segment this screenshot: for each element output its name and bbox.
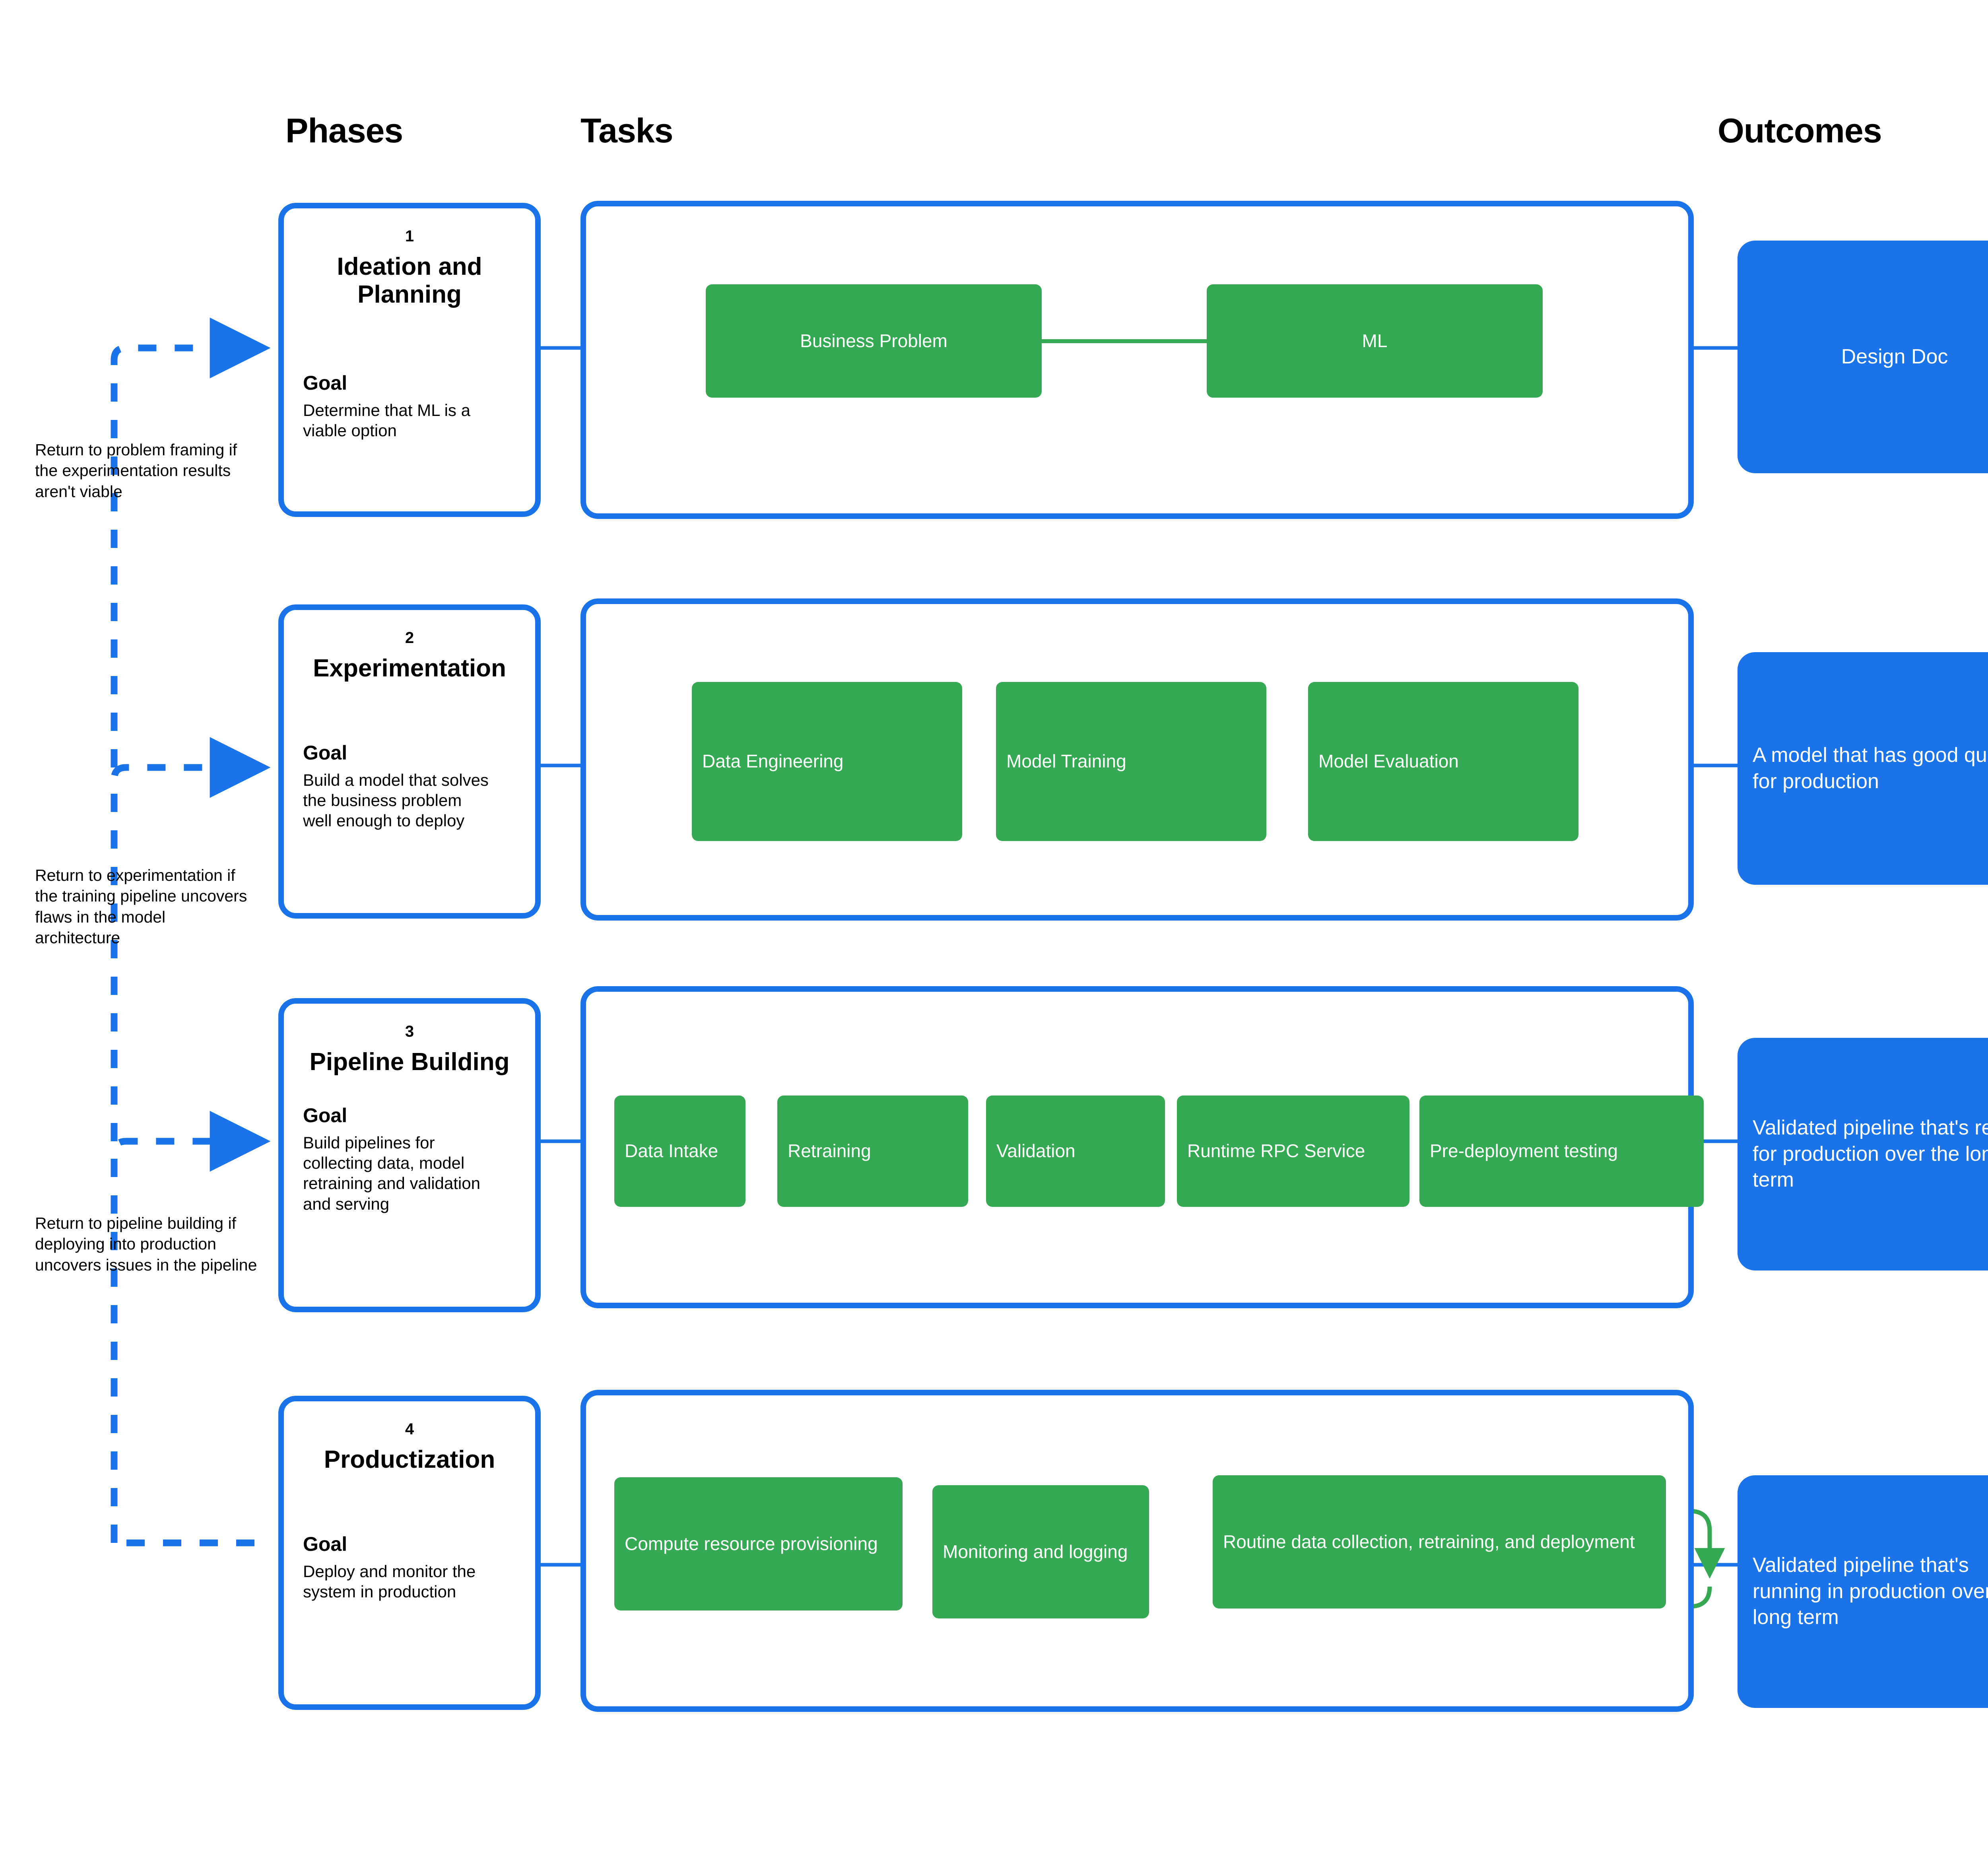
goal-text-1: Determine that ML is a viable option xyxy=(303,401,470,440)
feedback-arrow-to-phase2 xyxy=(111,737,271,1141)
task-box-ml[interactable]: ML xyxy=(1207,284,1543,398)
outcome-label: A model that has good quality for produc… xyxy=(1753,743,1988,793)
outcome-label: Validated pipeline that's ready for prod… xyxy=(1753,1116,1988,1192)
phase-title-1: Ideation and Planning xyxy=(337,253,482,309)
task-label: Validation xyxy=(996,1140,1076,1162)
phase-title-4: Productization xyxy=(324,1446,495,1473)
goal-text-4: Deploy and monitor the system in product… xyxy=(303,1562,476,1601)
task-label: Runtime RPC Service xyxy=(1187,1140,1365,1162)
task-box-validation[interactable]: Validation xyxy=(986,1096,1165,1207)
column-header-phases: Phases xyxy=(285,112,403,150)
phase-number-3: 3 xyxy=(405,1023,414,1040)
task-label: Model Training xyxy=(1006,751,1126,772)
task-box-routine-data-collection[interactable]: Routine data collection, retraining, and… xyxy=(1213,1475,1666,1608)
feedback-arrow-to-phase3 xyxy=(111,1111,271,1543)
task-box-runtime-rpc-service[interactable]: Runtime RPC Service xyxy=(1177,1096,1409,1207)
outcome-box-1[interactable]: Design Doc xyxy=(1738,241,1988,473)
task-label: Retraining xyxy=(788,1140,871,1162)
outcome-label: Validated pipeline that's running in pro… xyxy=(1753,1554,1988,1629)
task-label: Pre-deployment testing xyxy=(1430,1140,1618,1162)
phase-card-4[interactable]: 4 Productization Goal Deploy and monitor… xyxy=(278,1396,541,1710)
phase-card-3[interactable]: 3 Pipeline Building Goal Build pipelines… xyxy=(278,998,541,1312)
column-header-tasks: Tasks xyxy=(580,112,673,150)
task-label: Data Intake xyxy=(625,1140,718,1162)
feedback-arrow-to-phase1 xyxy=(111,317,271,767)
goal-label-3: Goal xyxy=(303,1104,348,1127)
task-box-retraining[interactable]: Retraining xyxy=(777,1096,968,1207)
column-header-outcomes: Outcomes xyxy=(1718,112,1882,150)
return-note-2: Return to experimentation if the trainin… xyxy=(35,866,247,947)
goal-text-2: Build a model that solves the business p… xyxy=(303,771,489,830)
phase-card-1[interactable]: 1 Ideation and Planning Goal Determine t… xyxy=(278,203,541,517)
phase-card-2[interactable]: 2 Experimentation Goal Build a model tha… xyxy=(278,604,541,919)
phase-title-2: Experimentation xyxy=(313,655,506,682)
task-box-monitoring-and-logging[interactable]: Monitoring and logging xyxy=(932,1485,1149,1618)
goal-label-1: Goal xyxy=(303,372,348,394)
outcome-box-4[interactable]: Validated pipeline that's running in pro… xyxy=(1738,1475,1988,1708)
task-box-data-intake[interactable]: Data Intake xyxy=(614,1096,746,1207)
task-label: Monitoring and logging xyxy=(943,1541,1128,1562)
task-box-compute-resource-provisioning[interactable]: Compute resource provisioning xyxy=(614,1477,903,1610)
phase-number-1: 1 xyxy=(405,227,414,245)
task-box-model-training[interactable]: Model Training xyxy=(996,682,1266,841)
outcome-label: Design Doc xyxy=(1841,345,1948,368)
task-box-pre-deployment-testing[interactable]: Pre-deployment testing xyxy=(1419,1096,1704,1207)
task-box-model-evaluation[interactable]: Model Evaluation xyxy=(1308,682,1578,841)
feedback-rail-from-phase4 xyxy=(111,1531,254,1546)
return-note-1: Return to problem framing if the experim… xyxy=(35,441,237,501)
goal-text-3: Build pipelines for collecting data, mod… xyxy=(303,1133,480,1213)
phase-number-2: 2 xyxy=(405,629,414,647)
phase-number-4: 4 xyxy=(405,1420,414,1438)
task-label: ML xyxy=(1362,330,1388,351)
task-box-data-engineering[interactable]: Data Engineering xyxy=(692,682,962,841)
phase-title-3: Pipeline Building xyxy=(309,1048,510,1076)
task-label: Routine data collection, retraining, and… xyxy=(1223,1531,1635,1552)
goal-label-2: Goal xyxy=(303,742,348,764)
task-label: Model Evaluation xyxy=(1318,751,1459,772)
task-label: Data Engineering xyxy=(702,751,844,772)
goal-label-4: Goal xyxy=(303,1533,348,1555)
task-label: Compute resource provisioning xyxy=(625,1533,878,1554)
outcome-box-3[interactable]: Validated pipeline that's ready for prod… xyxy=(1738,1038,1988,1270)
task-connector-1 xyxy=(1042,339,1209,343)
outcome-box-2[interactable]: A model that has good quality for produc… xyxy=(1738,652,1988,885)
task-box-business-problem[interactable]: Business Problem xyxy=(706,284,1042,398)
task-label: Business Problem xyxy=(800,330,947,351)
return-note-3: Return to pipeline building if deploying… xyxy=(35,1214,257,1274)
